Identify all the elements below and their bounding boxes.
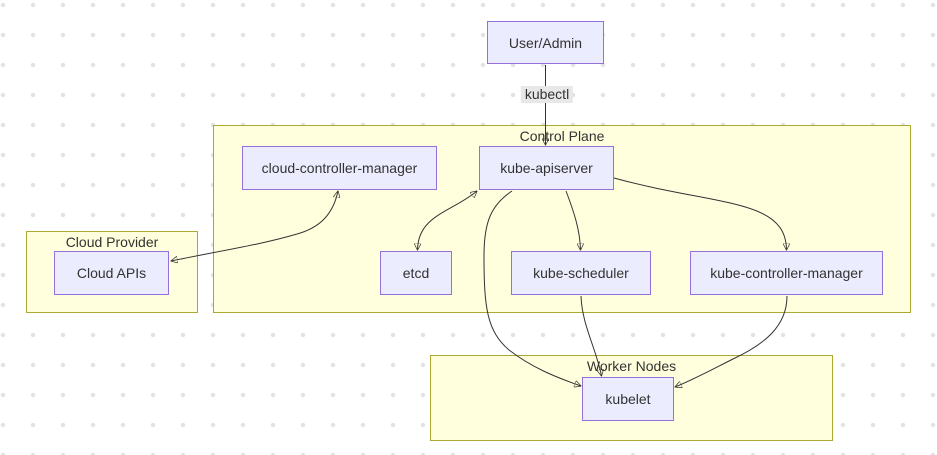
node-etcd: etcd [380, 251, 452, 295]
node-kube-controller-manager: kube-controller-manager [690, 251, 883, 295]
node-kube-apiserver: kube-apiserver [479, 146, 614, 190]
node-cloud-controller-manager: cloud-controller-manager [242, 146, 437, 190]
node-user-admin-label: User/Admin [508, 34, 583, 51]
node-kube-apiserver-label: kube-apiserver [500, 160, 593, 176]
node-cloud-controller-manager-label: cloud-controller-manager [261, 160, 418, 176]
node-kube-scheduler-label: kube-scheduler [533, 265, 629, 281]
node-kubelet-label: kubelet [605, 391, 651, 407]
node-kube-controller-manager-label: kube-controller-manager [710, 265, 863, 281]
node-user-admin: User/Admin [487, 21, 604, 64]
node-etcd-label: etcd [402, 265, 430, 281]
cluster-cloud-provider-label: Cloud Provider [65, 234, 159, 250]
cluster-control-plane-label: Control Plane [519, 128, 605, 144]
node-cloud-apis: Cloud APIs [54, 251, 169, 295]
edge-label-kubectl: kubectl [520, 86, 574, 103]
node-cloud-apis-label: Cloud APIs [76, 265, 147, 281]
node-kubelet: kubelet [582, 377, 674, 421]
node-kube-scheduler: kube-scheduler [511, 251, 651, 295]
cluster-worker-nodes-label: Worker Nodes [586, 358, 677, 374]
